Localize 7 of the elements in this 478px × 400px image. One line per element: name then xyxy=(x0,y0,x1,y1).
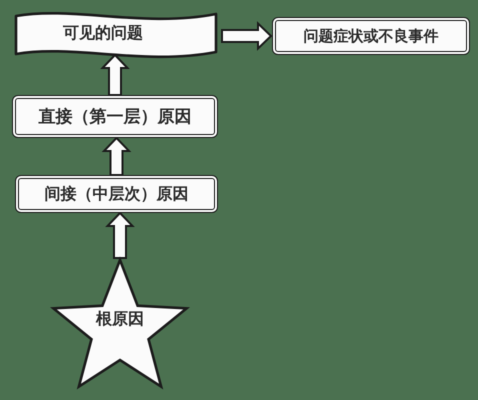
block-arrow xyxy=(102,136,132,176)
process-box: 直接（第一层）原因 xyxy=(12,95,218,138)
block-arrow xyxy=(100,54,130,96)
process-box: 问题症状或不良事件 xyxy=(272,17,470,55)
process-box: 间接（中层次）原因 xyxy=(15,175,218,213)
block-arrow xyxy=(105,212,135,259)
block-arrow xyxy=(221,21,272,51)
